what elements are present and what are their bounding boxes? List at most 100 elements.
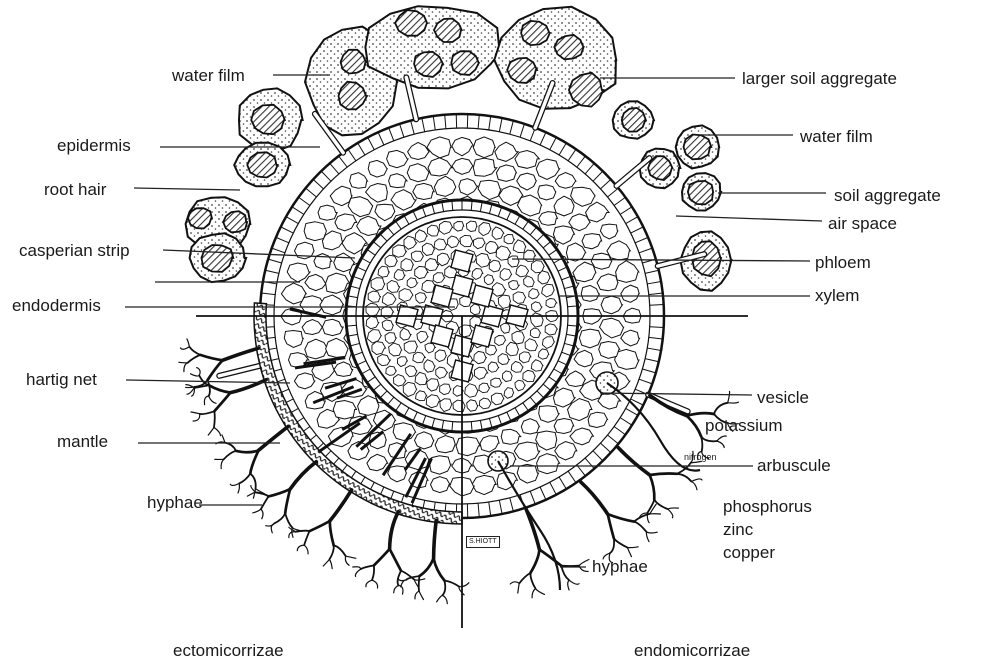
ecto-hypha <box>261 509 263 519</box>
ecto-hypha <box>437 595 443 602</box>
label-air-space: air space <box>828 214 897 234</box>
endo-hypha <box>608 514 634 522</box>
stele-cell <box>371 278 385 291</box>
label-larger-soil-aggregate: larger soil aggregate <box>742 69 897 89</box>
xylem-vessel <box>451 275 473 297</box>
ecto-hypha <box>390 512 399 549</box>
soil-particle <box>434 19 462 42</box>
endo-hypha <box>668 508 679 509</box>
ecto-hypha <box>255 492 268 496</box>
cortex-cell <box>318 205 337 220</box>
ecto-hypha <box>209 385 231 392</box>
endo-hypha <box>519 573 530 583</box>
endo-hypha <box>714 403 728 414</box>
label-hyphae-left: hyphae <box>147 493 203 513</box>
ecto-hypha <box>223 348 259 360</box>
cortex-cell <box>413 183 434 199</box>
endo-hypha <box>634 522 647 533</box>
label-endodermis: endodermis <box>12 296 101 316</box>
ecto-hypha <box>443 595 448 603</box>
ecto-hypha <box>208 427 214 435</box>
endo-hypha <box>687 416 701 437</box>
xylem-vessel <box>471 325 493 347</box>
endo-hypha <box>728 391 730 402</box>
ecto-hypha <box>250 450 258 473</box>
artist-signature: S.HIOTT <box>466 536 500 548</box>
leader-line <box>676 216 822 221</box>
label-soil-aggregate: soil aggregate <box>834 186 941 206</box>
stele-cell <box>428 225 439 236</box>
endo-hypha <box>608 514 614 538</box>
ecto-hypha <box>345 556 349 565</box>
ecto-hypha <box>330 521 334 545</box>
soil-particle <box>341 50 366 74</box>
endo-hypha <box>530 573 535 589</box>
ecto-hypha <box>274 513 285 523</box>
endo-hypha <box>628 548 632 557</box>
ecto-hypha <box>419 576 420 591</box>
ecto-hypha <box>197 368 200 376</box>
endo-hypha <box>717 436 726 441</box>
label-phloem: phloem <box>815 253 871 273</box>
ecto-hypha <box>259 426 289 450</box>
xylem-vessel <box>451 250 473 272</box>
cortex-cell <box>538 185 556 200</box>
ecto-hypha <box>309 521 329 531</box>
cortex-cell <box>431 477 450 493</box>
label-xylem: xylem <box>815 286 859 306</box>
endo-hypha <box>717 441 724 448</box>
soil-particle <box>684 135 712 160</box>
endo-hypha <box>691 482 697 490</box>
label-casperian-strip: casperian strip <box>19 241 130 261</box>
ecto-hypha <box>236 450 259 452</box>
stele-cell <box>453 400 465 411</box>
ecto-hypha <box>374 549 390 566</box>
ecto-hypha <box>443 581 446 596</box>
stele-cell <box>460 235 473 246</box>
soil-particle <box>507 58 537 83</box>
stele-cell <box>385 255 397 267</box>
ecto-hypha <box>394 585 399 592</box>
stele-cell <box>508 256 519 267</box>
cortex-cell <box>333 401 356 420</box>
ecto-hypha <box>304 531 309 545</box>
ecto-hypha <box>214 427 221 435</box>
ecto-hypha <box>189 347 200 355</box>
ecto-hypha <box>253 509 261 513</box>
label-copper: copper <box>723 543 775 563</box>
stele-cell <box>484 275 494 285</box>
endo-hypha <box>530 550 539 574</box>
ecto-hypha <box>285 513 292 527</box>
endo-hypha <box>647 532 658 533</box>
endo-hypha <box>581 482 608 514</box>
endo-hypha <box>568 580 569 590</box>
endo-hypha <box>691 479 702 482</box>
ecto-hypha <box>208 380 210 396</box>
ecto-hypha <box>191 412 200 414</box>
endo-hypha <box>569 580 579 584</box>
endo-hypha <box>647 500 654 513</box>
ecto-hypha <box>191 374 200 376</box>
label-endomicorrizae: endomicorrizae <box>634 641 750 661</box>
xylem-vessel <box>471 285 493 307</box>
stele-cell <box>411 251 423 262</box>
ecto-hypha <box>221 459 224 468</box>
ecto-hypha <box>372 565 374 580</box>
label-zinc: zinc <box>723 520 753 540</box>
endo-hypha <box>650 474 677 475</box>
label-nitrogen: nitrogen <box>684 452 717 462</box>
xylem-vessel <box>431 285 453 307</box>
cortex-cell <box>473 137 495 158</box>
stele-cell <box>471 304 481 315</box>
xylem-vessel <box>431 325 453 347</box>
ecto-hypha <box>187 339 190 347</box>
label-root-hair: root hair <box>44 180 106 200</box>
ecto-hypha <box>193 414 200 421</box>
stele-cell <box>504 235 514 244</box>
endo-hypha <box>677 474 691 482</box>
ecto-hypha <box>304 545 308 554</box>
cortex-cell <box>591 253 612 269</box>
ecto-hypha <box>390 549 401 571</box>
stele-cell <box>368 291 380 302</box>
endo-hypha <box>579 560 589 566</box>
